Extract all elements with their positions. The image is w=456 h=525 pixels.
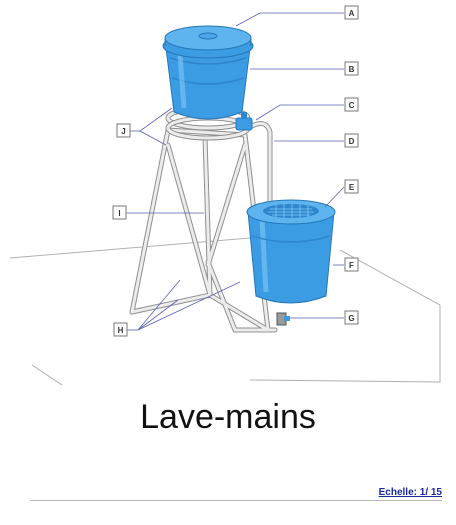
label-E: E bbox=[344, 179, 359, 194]
lower-basin bbox=[247, 211, 335, 304]
bottom-divider bbox=[30, 500, 442, 501]
svg-text:C: C bbox=[349, 101, 355, 110]
label-J: J bbox=[116, 123, 131, 138]
svg-text:F: F bbox=[349, 261, 354, 270]
upper-water-tank bbox=[165, 47, 251, 120]
svg-text:G: G bbox=[348, 314, 354, 323]
label-G: G bbox=[344, 310, 359, 325]
basin-grid-lid bbox=[246, 199, 336, 225]
diagram-caption: Lave-mains bbox=[140, 398, 316, 436]
svg-text:H: H bbox=[118, 326, 124, 335]
label-B: B bbox=[344, 61, 359, 76]
svg-text:D: D bbox=[349, 137, 355, 146]
svg-text:I: I bbox=[118, 209, 120, 218]
drain-valve bbox=[276, 312, 290, 326]
svg-text:E: E bbox=[349, 183, 355, 192]
scale-label: Echelle: 1/ 15 bbox=[378, 487, 442, 498]
label-F: F bbox=[344, 257, 359, 272]
upper-tank-lid bbox=[162, 25, 254, 59]
label-H: H bbox=[113, 322, 128, 337]
svg-text:J: J bbox=[121, 127, 125, 136]
leader-lines bbox=[126, 12, 345, 331]
label-A: A bbox=[344, 5, 359, 20]
svg-text:A: A bbox=[349, 9, 355, 18]
label-C: C bbox=[344, 97, 359, 112]
label-D: D bbox=[344, 133, 359, 148]
svg-text:B: B bbox=[349, 65, 355, 74]
washstand-diagram: A B C D E F G H I J bbox=[9, 5, 441, 386]
label-I: I bbox=[112, 205, 127, 220]
